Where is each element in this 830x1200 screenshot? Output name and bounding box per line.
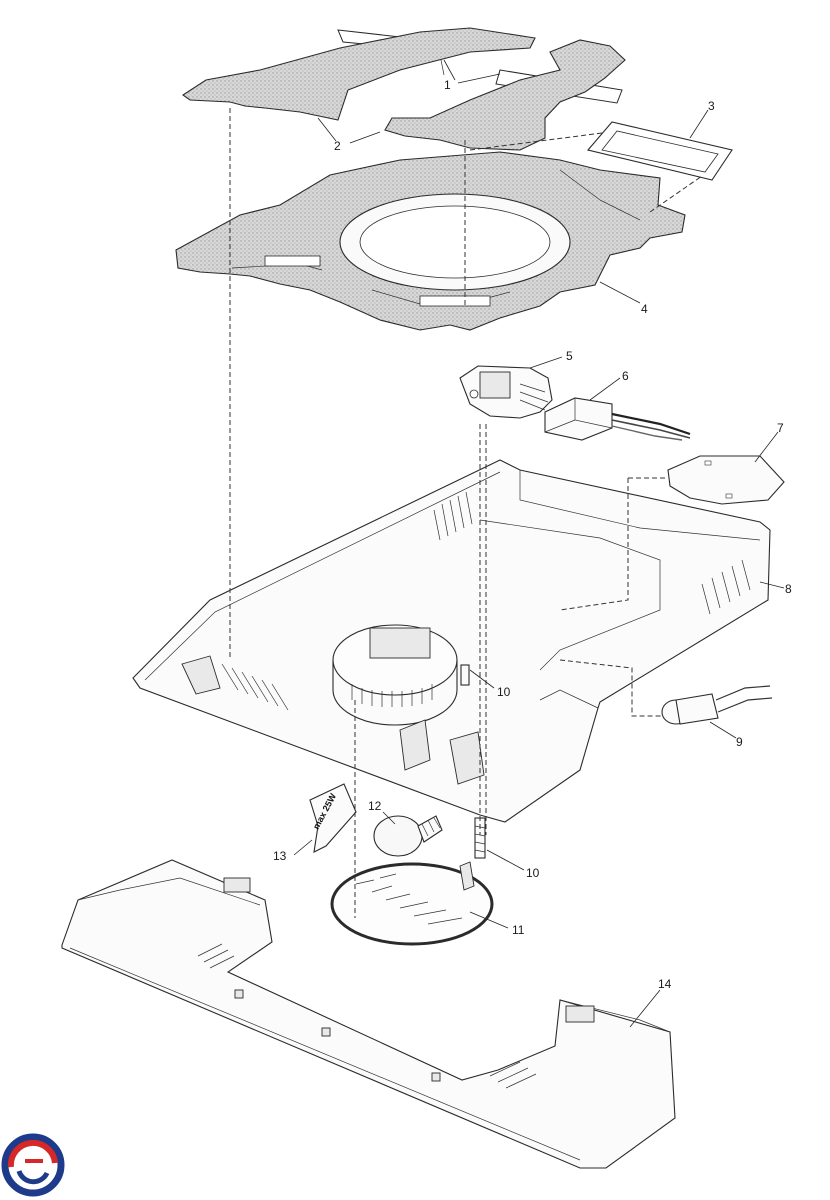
connector-block-part	[544, 397, 691, 441]
foam-cover-part	[175, 151, 686, 331]
bulb-part	[373, 815, 443, 857]
callout-numbers: 1 2 3 4 5 6 7 8 9 10 10 11 12 13 14	[273, 78, 792, 991]
callout-11: 11	[512, 923, 525, 937]
callout-7: 7	[777, 421, 784, 435]
vent-slots	[221, 491, 751, 711]
callout-10-upper: 10	[497, 685, 511, 699]
callout-5: 5	[566, 349, 573, 363]
callout-13: 13	[273, 849, 287, 863]
bottom-cover-part	[61, 859, 676, 1169]
cover-disc-part	[330, 861, 494, 946]
callout-8: 8	[785, 582, 792, 596]
callout-14: 14	[658, 977, 672, 991]
gasket-part	[586, 121, 733, 181]
bulb-label-part: max 25W	[309, 783, 357, 853]
callout-4: 4	[641, 302, 648, 316]
brand-logo	[1, 1133, 65, 1197]
foam-insulation-part	[182, 27, 626, 151]
lamp-holder-part	[661, 685, 773, 725]
callout-10-lower: 10	[526, 866, 540, 880]
callout-1: 1	[444, 78, 451, 92]
callout-leaders	[293, 59, 785, 1028]
plate-part	[667, 455, 785, 505]
callout-9: 9	[736, 735, 743, 749]
housing-part	[132, 459, 771, 823]
callout-2: 2	[334, 139, 341, 153]
lamp-socket	[332, 624, 458, 726]
thermostat-part	[459, 365, 553, 419]
callout-6: 6	[622, 369, 629, 383]
callout-3: 3	[708, 99, 715, 113]
assembly-guide-lines	[229, 108, 703, 918]
callout-12: 12	[368, 799, 382, 813]
